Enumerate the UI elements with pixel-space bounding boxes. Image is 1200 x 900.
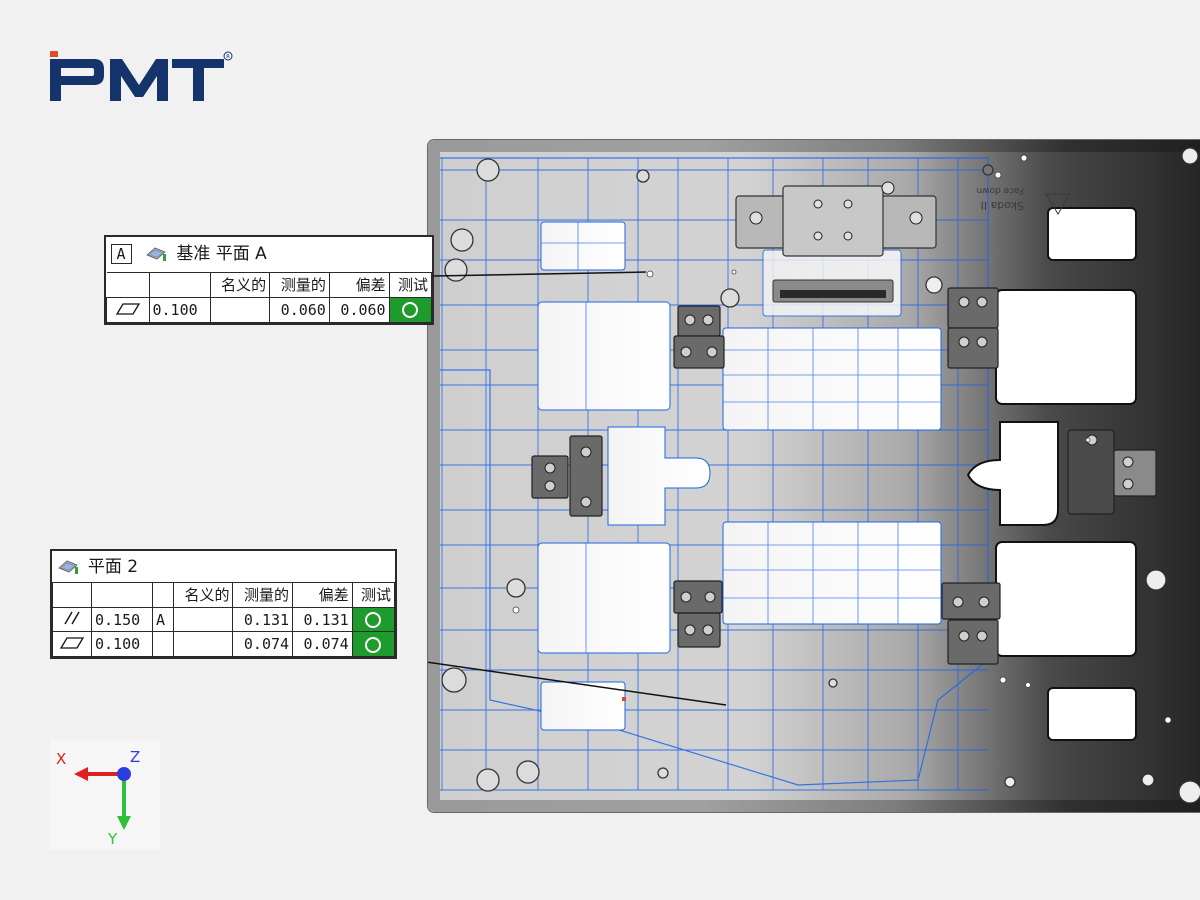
pass-circle-icon — [402, 302, 419, 319]
callout-datum-plane-a[interactable]: A 基准 平面 A 名义的 测量的 偏差 测试 — [104, 235, 434, 325]
holes — [441, 147, 1200, 804]
axis-triad[interactable]: X Z Y — [50, 740, 160, 850]
z-axis-dot — [117, 767, 131, 781]
right-openings — [966, 207, 1137, 741]
feature-name: 平面 2 — [87, 556, 139, 577]
callout-plane-2[interactable]: 平面 2 名义的 测量的 偏差 测试 0.150 A 0.131 0 — [50, 549, 397, 659]
nominal-value — [209, 296, 271, 324]
datum-ref — [152, 631, 174, 657]
plane-feature-icon — [146, 247, 166, 262]
z-axis-label: Z — [130, 748, 140, 766]
test-pass-indicator — [351, 606, 396, 633]
fixture-cad-model[interactable]: Skoda II Face down — [428, 140, 1200, 812]
tolerance-value: 0.100 — [91, 631, 153, 657]
leader-line-a — [433, 271, 647, 277]
col-deviation: 偏差 — [328, 271, 390, 298]
table-row: 0.150 A 0.131 0.131 — [52, 606, 396, 633]
top-locator-fixture — [735, 181, 937, 303]
test-pass-indicator — [388, 296, 433, 324]
datum-ref: A — [152, 606, 174, 633]
tolerance-value: 0.150 — [91, 606, 153, 633]
deviation-value: 0.060 — [328, 296, 390, 324]
pass-circle-icon — [365, 636, 382, 653]
measured-value: 0.131 — [232, 606, 294, 633]
col-test: 测试 — [388, 271, 433, 298]
cutouts — [537, 221, 942, 731]
flatness-symbol-icon — [106, 296, 150, 324]
svg-text:R: R — [226, 54, 230, 60]
col-measured: 测量的 — [232, 582, 294, 608]
col-deviation: 偏差 — [292, 582, 353, 608]
part-marking: Skoda II Face down — [977, 185, 1071, 215]
y-axis-label: Y — [107, 830, 118, 848]
svg-text:Face down: Face down — [977, 185, 1025, 195]
pmt-logo: R — [50, 51, 233, 101]
col-measured: 测量的 — [269, 271, 330, 298]
col-test: 测试 — [351, 582, 396, 608]
nominal-value — [172, 606, 234, 633]
deviation-value: 0.074 — [292, 631, 353, 657]
test-pass-indicator — [351, 631, 396, 657]
measured-value: 0.060 — [269, 296, 330, 324]
x-axis-label: X — [56, 750, 66, 768]
flatness-symbol-icon — [52, 631, 92, 657]
table-row: 0.100 0.060 0.060 — [106, 296, 433, 324]
measured-value: 0.074 — [232, 631, 294, 657]
marking-text: Skoda II — [981, 199, 1024, 212]
tolerance-value: 0.100 — [148, 296, 211, 324]
col-nominal: 名义的 — [209, 271, 271, 298]
pass-circle-icon — [365, 612, 382, 629]
nominal-value — [172, 631, 234, 657]
mesh-grid — [440, 157, 989, 791]
plane-feature-icon — [57, 560, 78, 574]
deviation-value: 0.131 — [292, 606, 353, 633]
table-row: 0.100 0.074 0.074 — [52, 631, 396, 657]
col-nominal: 名义的 — [172, 582, 234, 608]
feature-name: 基准 平面 A — [176, 244, 267, 265]
parallelism-symbol-icon — [52, 606, 92, 633]
leader-line-b — [428, 661, 727, 706]
datum-label: A — [110, 244, 132, 265]
